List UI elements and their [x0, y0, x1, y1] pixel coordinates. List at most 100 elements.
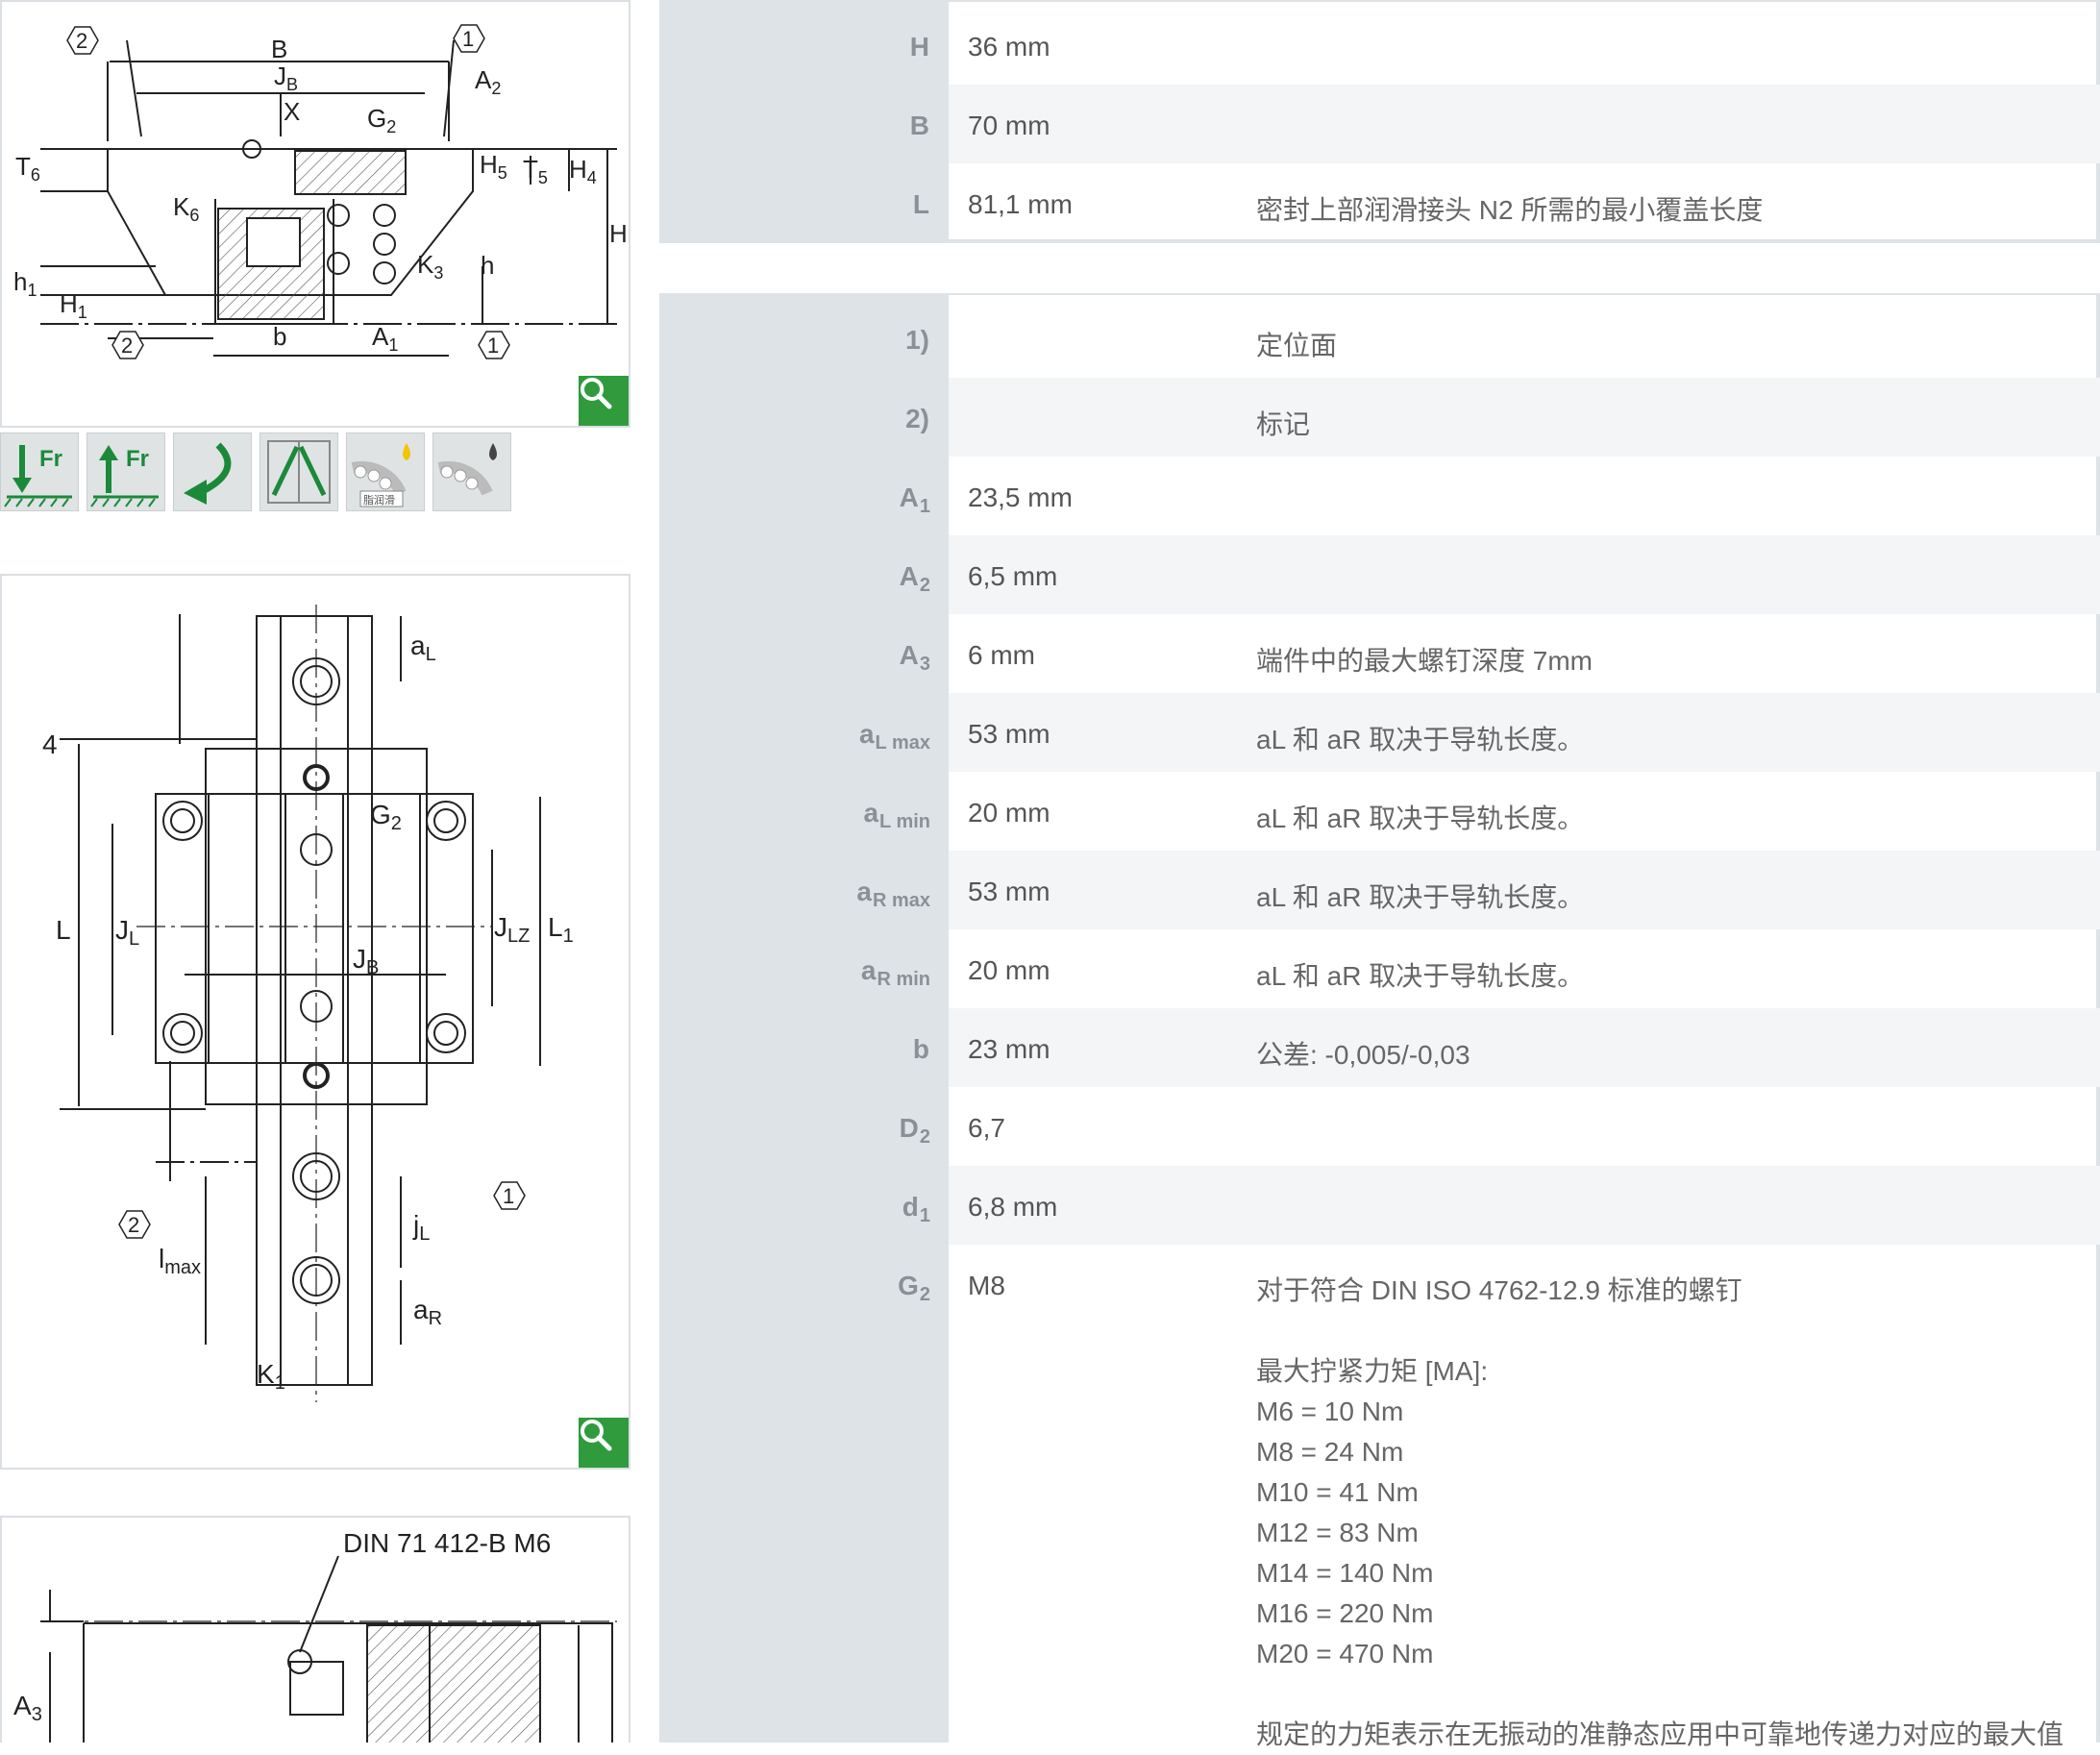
grease-lubrication-button[interactable]: 脂润滑	[346, 433, 425, 511]
param-value-cell: 53 mm	[949, 851, 1237, 929]
param-note: 标记	[1256, 409, 1311, 439]
param-label: D2	[899, 1113, 930, 1148]
param-note: aL 和 aR 取决于导轨长度。	[1256, 803, 1585, 833]
param-note-cell	[1237, 1087, 2100, 1166]
param-note: 公差: -0,005/-0,03	[1256, 1040, 1470, 1070]
label-column	[659, 2, 949, 239]
label-a3: A3	[13, 1691, 42, 1725]
label-h4: H4	[569, 155, 597, 187]
label-l1: L1	[548, 912, 574, 947]
torque-notes: 对于符合 DIN ISO 4762-12.9 标准的螺钉最大拧紧力矩 [MA]:…	[1256, 1271, 2063, 1755]
param-note-cell: 定位面	[1237, 299, 2100, 378]
param-label-cell: B	[659, 85, 949, 163]
param-label-cell: d1	[659, 1166, 949, 1245]
label-h1-small: h1	[13, 267, 37, 300]
label-h-small: h	[481, 251, 494, 280]
param-label: G2	[898, 1271, 930, 1305]
svg-text:Fr: Fr	[126, 446, 149, 472]
param-note-cell: aL 和 aR 取决于导轨长度。	[1237, 772, 2100, 851]
param-note: aL 和 aR 取决于导轨长度。	[1256, 961, 1585, 991]
param-note-cell: 标记	[1237, 378, 2100, 457]
param-note-cell: 端件中的最大螺钉深度 7mm	[1237, 614, 2100, 693]
oil-lubrication-button[interactable]	[432, 433, 511, 511]
param-label: B	[909, 111, 929, 140]
label-jlz: JLZ	[494, 912, 530, 947]
label-jl: JL	[115, 915, 139, 950]
param-note: 端件中的最大螺钉深度 7mm	[1256, 646, 1594, 676]
param-label-cell: H	[659, 6, 949, 85]
label-a2: A2	[475, 65, 501, 98]
param-value-cell: 70 mm	[949, 85, 1237, 163]
radial-load-up-icon: Fr	[90, 445, 159, 507]
param-note-cell	[1237, 6, 2100, 85]
param-value: 6,8 mm	[968, 1192, 1058, 1222]
param-value: M8	[968, 1271, 1005, 1300]
oil-lubrication-icon	[437, 443, 497, 496]
svg-text:2: 2	[76, 29, 87, 53]
moment-arrow-icon	[184, 442, 232, 505]
moment-load-button[interactable]	[173, 433, 252, 511]
param-label-cell: G2	[659, 1245, 949, 1323]
param-value-cell: 81,1 mm	[949, 163, 1237, 242]
label-al: aL	[410, 630, 436, 665]
param-note-cell: aL 和 aR 取决于导轨长度。	[1237, 851, 2100, 929]
svg-text:脂润滑: 脂润滑	[363, 493, 395, 507]
label-jb: JB	[274, 62, 298, 94]
zoom-button[interactable]	[579, 1418, 629, 1468]
label-4: 4	[42, 729, 58, 759]
torque-note-line: M20 = 470 Nm	[1256, 1639, 1434, 1668]
param-value: 36 mm	[968, 32, 1050, 62]
radial-load-down-button[interactable]: Fr	[0, 433, 79, 511]
param-value: 20 mm	[968, 798, 1050, 828]
param-value: 6,7	[968, 1113, 1005, 1143]
param-label-cell: L	[659, 163, 949, 242]
label-b-small: b	[273, 322, 286, 351]
angular-contact-button[interactable]	[259, 433, 338, 511]
param-label-cell: aR min	[659, 929, 949, 1008]
param-label-cell: A3	[659, 614, 949, 693]
param-value: 70 mm	[968, 111, 1050, 140]
param-value-cell: 20 mm	[949, 772, 1237, 851]
param-label-cell: aR max	[659, 851, 949, 929]
torque-note-line: M14 = 140 Nm	[1256, 1558, 1434, 1588]
magnifier-icon	[581, 378, 612, 409]
param-value: 53 mm	[968, 719, 1050, 749]
label-a1: A1	[372, 322, 398, 355]
detail-drawing: DIN 71 412-B M6 A3	[0, 1516, 630, 1743]
param-value-cell: 23,5 mm	[949, 457, 1237, 535]
param-label-cell: 2)	[659, 378, 949, 457]
param-label: H	[909, 32, 929, 62]
param-note-cell	[1237, 85, 2100, 163]
param-note-cell	[1237, 1166, 2100, 1245]
torque-note-line: 最大拧紧力矩 [MA]:	[1256, 1356, 1489, 1386]
param-note-cell: 公差: -0,005/-0,03	[1237, 1008, 2100, 1087]
param-note: 定位面	[1256, 331, 1338, 360]
torque-note-line: M8 = 24 Nm	[1256, 1437, 1404, 1467]
param-note-cell: 对于符合 DIN ISO 4762-12.9 标准的螺钉最大拧紧力矩 [MA]:…	[1237, 1245, 2100, 1749]
torque-note-line	[1256, 1674, 2063, 1715]
detail-svg: DIN 71 412-B M6 A3	[13, 1528, 617, 1743]
param-label: A2	[899, 561, 930, 596]
svg-text:2: 2	[128, 1213, 139, 1237]
param-value-cell: 53 mm	[949, 693, 1237, 772]
label-t5: T5	[523, 155, 548, 187]
param-note-cell	[1237, 457, 2100, 535]
torque-note-line: 规定的力矩表示在无振动的准静态应用中可靠地传递力对应的最大值	[1256, 1719, 2064, 1749]
label-k6: K6	[173, 192, 199, 225]
param-value: 53 mm	[968, 877, 1050, 906]
param-value-cell	[949, 378, 1237, 457]
cross-section-svg: B JB X G2 A2 T6 H5 T5 H4 K6 H K3 h h1 H1…	[13, 24, 628, 359]
zoom-button[interactable]	[579, 376, 629, 426]
param-value: 20 mm	[968, 955, 1050, 985]
label-lmax: lmax	[159, 1244, 201, 1278]
grease-lubrication-icon: 脂润滑	[351, 443, 410, 507]
label-ar: aR	[413, 1295, 442, 1329]
param-label: aR max	[856, 877, 930, 911]
param-label: b	[912, 1034, 929, 1064]
torque-note-line: M6 = 10 Nm	[1256, 1397, 1404, 1426]
param-note-cell	[1237, 535, 2100, 614]
radial-load-up-button[interactable]: Fr	[86, 433, 165, 511]
param-label-cell: 1)	[659, 299, 949, 378]
label-jb: JB	[353, 944, 379, 978]
